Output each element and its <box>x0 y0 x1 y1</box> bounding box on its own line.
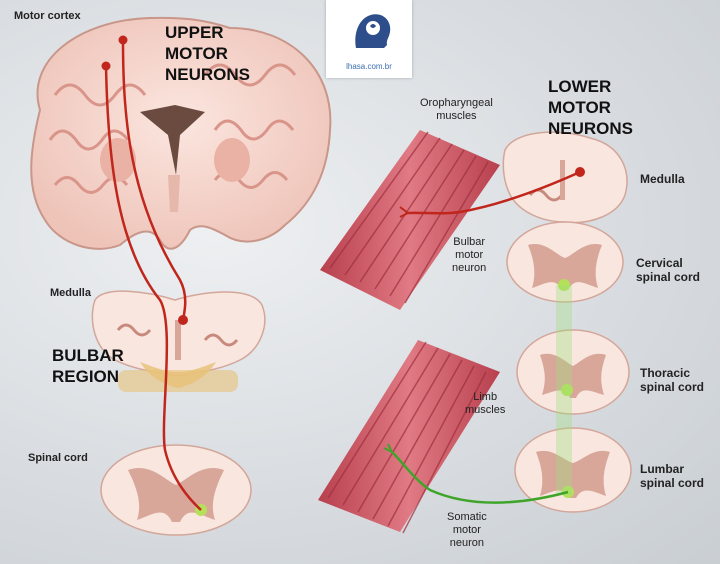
label-lower-line-3: NEURONS <box>548 119 634 138</box>
label-oropharyngeal-line-2: muscles <box>436 110 477 122</box>
label-cervical-line-2: spinal cord <box>636 270 701 284</box>
label-cervical-line-1: Cervical <box>636 256 683 270</box>
label-thoracic-line-1: Thoracic <box>640 366 691 380</box>
label-upper-line-1: UPPER <box>165 23 224 42</box>
label-medulla-left: Medulla <box>50 287 91 299</box>
medulla-left-section <box>91 290 266 392</box>
label-bulbar-line-2: REGION <box>52 367 120 386</box>
bulbar-motor-neuron-path <box>399 167 585 218</box>
label-limb-line-2: muscles <box>465 404 506 416</box>
oropharyngeal-muscle-bundle <box>320 130 500 310</box>
label-lower-motor-neurons: LOWER MOTOR NEURONS <box>548 76 633 139</box>
upper-motor-neuron-paths <box>101 35 202 511</box>
label-lower-line-1: LOWER <box>548 77 612 96</box>
label-bulbar-region: BULBAR REGION <box>52 345 124 387</box>
label-somatic-motor-neuron: Somatic motor neuron <box>447 511 487 550</box>
label-upper-line-3: NEURONS <box>165 65 251 84</box>
label-somatic-line-3: neuron <box>449 537 484 549</box>
label-bulbar-motor-neuron: Bulbar motor neuron <box>452 236 486 275</box>
logo-text: lhasa.com.br <box>346 62 392 71</box>
cervical-spinal-cord-section <box>506 221 624 303</box>
thoracic-spinal-cord-section <box>516 329 630 415</box>
label-limb-line-1: Limb <box>473 391 498 403</box>
limb-muscle-bundle <box>318 340 500 534</box>
lumbar-spinal-cord-section <box>514 427 632 513</box>
label-lower-line-2: MOTOR <box>548 98 611 117</box>
label-somatic-line-1: Somatic <box>447 511 487 523</box>
label-bulbar-line-1: BULBAR <box>52 346 124 365</box>
label-bulbar-motor-line-2: motor <box>455 249 484 261</box>
label-limb-muscles: Limb muscles <box>465 391 505 417</box>
label-cervical-spinal-cord: Cervical spinal cord <box>636 256 700 284</box>
label-oropharyngeal-muscles: Oropharyngeal muscles <box>420 97 493 123</box>
logo: lhasa.com.br <box>326 0 412 78</box>
label-lumbar-spinal-cord: Lumbar spinal cord <box>640 462 704 490</box>
head-silhouette-icon <box>355 14 391 48</box>
label-lumbar-line-2: spinal cord <box>640 476 705 490</box>
label-motor-cortex: Motor cortex <box>14 10 81 22</box>
label-thoracic-spinal-cord: Thoracic spinal cord <box>640 366 704 394</box>
spinal-cord-left-section <box>100 444 252 536</box>
label-bulbar-motor-line-3: neuron <box>452 262 487 274</box>
label-oropharyngeal-line-1: Oropharyngeal <box>420 97 493 109</box>
spinal-column-highlight <box>556 285 572 495</box>
label-spinal-cord-left: Spinal cord <box>28 452 88 464</box>
somatic-motor-neuron-path <box>383 443 569 504</box>
label-bulbar-motor-line-1: Bulbar <box>453 236 486 248</box>
label-thoracic-line-2: spinal cord <box>640 380 705 394</box>
label-upper-line-2: MOTOR <box>165 44 228 63</box>
label-lumbar-line-1: Lumbar <box>640 462 685 476</box>
label-medulla-right: Medulla <box>640 172 685 186</box>
label-somatic-line-2: motor <box>452 524 481 536</box>
label-upper-motor-neurons: UPPER MOTOR NEURONS <box>165 22 250 85</box>
